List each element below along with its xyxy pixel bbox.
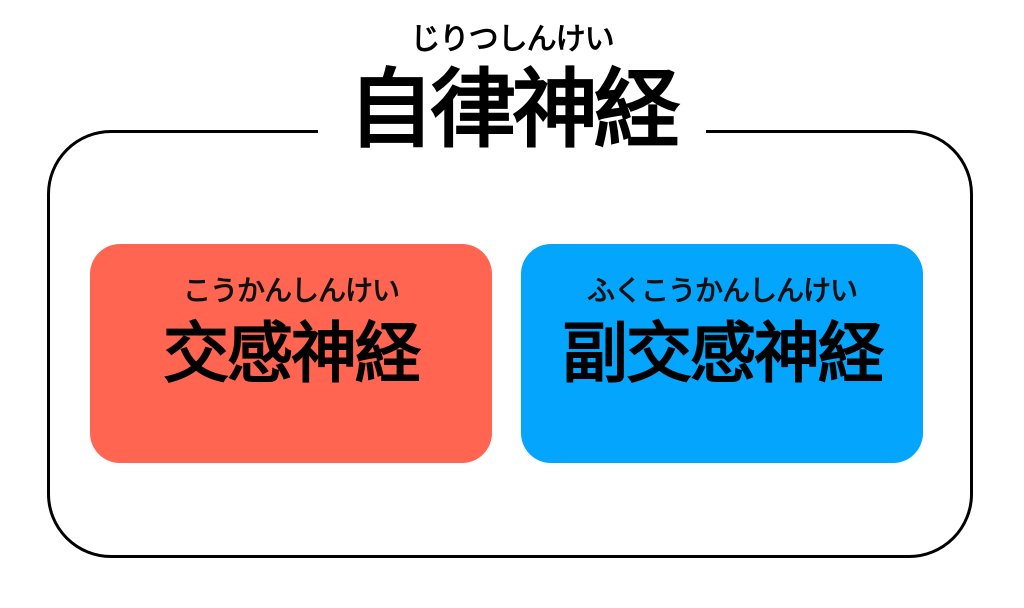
sympathetic-label: 交感神経 xyxy=(163,315,421,392)
parasympathetic-ruby: ふくこうかんしんけい xyxy=(586,274,858,307)
parasympathetic-label: 副交感神経 xyxy=(562,315,884,392)
title-ruby: じりつしんけい xyxy=(410,22,614,57)
title-label: 自律神経 xyxy=(348,60,680,160)
diagram-title: じりつしんけい 自律神経 xyxy=(318,22,706,160)
sympathetic-nerve-box: こうかんしんけい 交感神経 xyxy=(90,244,492,463)
parasympathetic-nerve-box: ふくこうかんしんけい 副交感神経 xyxy=(521,244,923,463)
sympathetic-ruby: こうかんしんけい xyxy=(182,274,400,307)
